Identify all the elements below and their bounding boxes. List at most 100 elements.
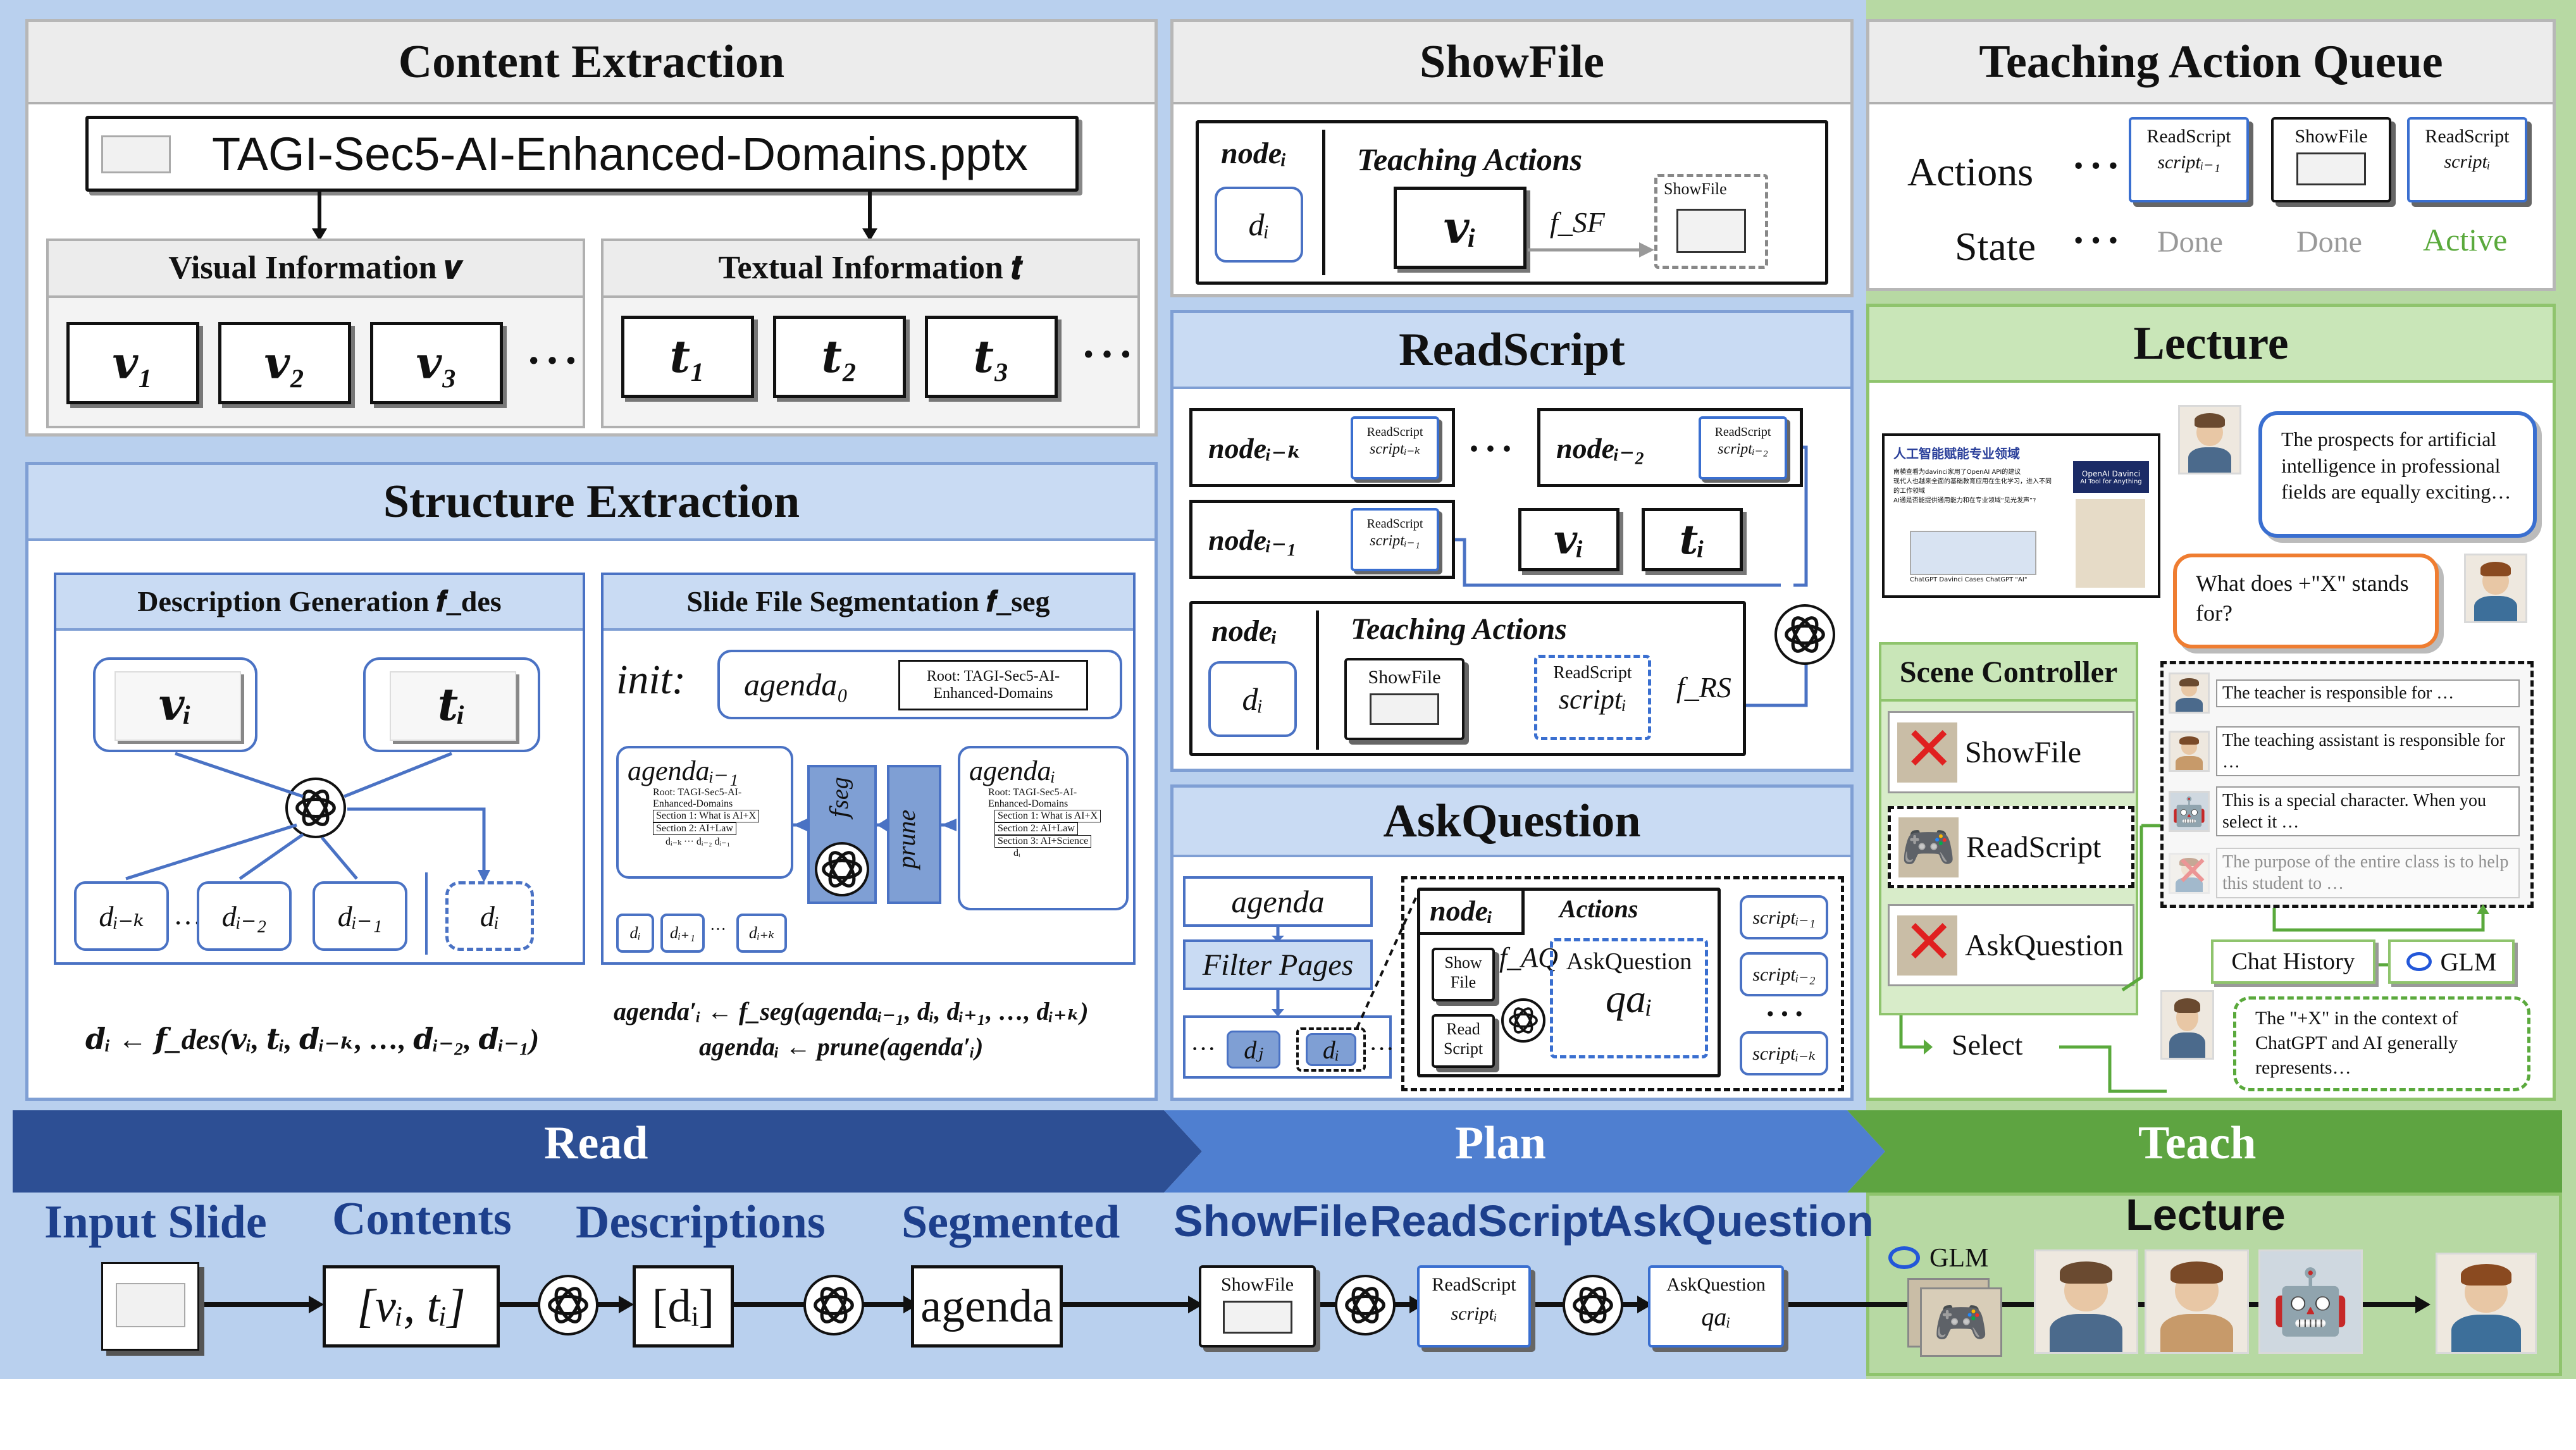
scene-item-askquestion[interactable]: ✕ AskQuestion (1888, 904, 2134, 986)
content-extraction-title: Content Extraction (28, 22, 1155, 104)
textual-item-3: 𝒕₃ (925, 316, 1058, 398)
flow-input-slide-thumb (116, 1283, 185, 1327)
readscript-showfile-thumb (1370, 693, 1439, 725)
queue-card-2-thumb (2296, 152, 2366, 185)
slide-image (2076, 499, 2145, 588)
aq-di: dᵢ (1296, 1027, 1366, 1072)
answer-bubble: The "+X" in the context of ChatGPT and A… (2233, 996, 2530, 1091)
flow-contents-box: [vᵢ, tᵢ] (323, 1265, 500, 1348)
askquestion-title: AskQuestion (1173, 788, 1850, 857)
flow-robot-avatar: 🤖 (2258, 1249, 2363, 1354)
queue-state-2: Done (2296, 225, 2362, 259)
agent-robot-avatar: 🤖 (2169, 791, 2210, 832)
slide-badge: OpenAI Davinci AI Tool for Anything (2073, 461, 2149, 493)
select-label: Select (1952, 1029, 2023, 1061)
flow-segmented-label: Segmented (901, 1196, 1120, 1248)
structure-extraction-panel: Structure Extraction Description Generat… (25, 462, 1158, 1101)
d-item-i: dᵢ (445, 881, 534, 951)
agent-row-special[interactable]: 🤖 This is a special character. When you … (2169, 784, 2529, 838)
description-generation-title: Description Generation 𝒇_des (56, 575, 583, 631)
scene-controller: Scene Controller ✕ ShowFile 🎮 ReadScript… (1879, 642, 2138, 1015)
showfile-fsf: f_SF (1550, 206, 1605, 239)
d-item-k: dᵢ₋ₖ (74, 881, 169, 951)
readscript-d: dᵢ (1208, 661, 1297, 737)
flow-teacher-avatar (2034, 1249, 2138, 1354)
glm-box[interactable]: GLM (2388, 939, 2515, 984)
flow-openai-icon-3 (1335, 1275, 1396, 1335)
formula-seg-1: agenda′ᵢ ← f_seg(agendaᵢ₋₁, dᵢ, dᵢ₊₁, …,… (614, 997, 1089, 1026)
pptx-filename: TAGI-Sec5-AI-Enhanced-Domains.pptx (211, 127, 1029, 180)
lecture-slide: 人工智能赋能专业领域 南横查看为davinci家用了OpenAI API的建议 … (1882, 433, 2160, 598)
flow-askquestion-label: AskQuestion (1601, 1196, 1874, 1246)
content-extraction-panel: Content Extraction TAGI-Sec5-AI-Enhanced… (25, 19, 1158, 437)
showfile-card-dashed: ShowFile (1654, 174, 1768, 269)
aq-node-box: nodeᵢ Actions Show File Read Script f_AQ… (1417, 888, 1721, 1077)
seg-input-ik: dᵢ₊ₖ (736, 914, 787, 953)
readscript-gamepad-icon: 🎮 (1898, 817, 1959, 877)
root-label-box: Root: TAGI-Sec5-AI-Enhanced-Domains (898, 660, 1088, 710)
queue-state-dots: ··· (2072, 218, 2124, 263)
readscript-node-i: nodeᵢ dᵢ Teaching Actions ShowFile ReadS… (1189, 601, 1746, 756)
filename-arrows (312, 192, 877, 241)
flow-glm-stack: GLM 🎮 (1882, 1243, 2028, 1357)
segmentation-title: Slide File Segmentation 𝒇_seg (604, 575, 1133, 631)
chat-history-box[interactable]: Chat History (2211, 939, 2375, 984)
stage-read: Read (544, 1117, 648, 1169)
aq-script-2: scriptᵢ₋₂ (1740, 952, 1828, 996)
scene-controller-title: Scene Controller (1881, 645, 2136, 702)
aq-showfile-card: Show File (1432, 948, 1495, 1001)
teacher-avatar (2178, 405, 2241, 474)
ti-thumbnail (390, 671, 516, 741)
agent-row-teacher[interactable]: The teacher is responsible for … (2169, 669, 2529, 717)
aq-node-divider-h (1420, 932, 1525, 935)
readscript-divider (1316, 610, 1319, 750)
agenda-i-box: agendaᵢ Root: TAGI-Sec5-AI-Enhanced-Doma… (958, 746, 1129, 910)
lecture-panel: Lecture 人工智能赋能专业领域 南横查看为davinci家用了OpenAI… (1866, 304, 2556, 1101)
queue-state-3: Active (2423, 222, 2508, 257)
aq-pages-box: ··· dⱼ dᵢ ··· (1183, 1015, 1394, 1079)
teacher-bubble: The prospects for artificial intelligenc… (2258, 411, 2537, 538)
flow-showfile-label: ShowFile (1173, 1196, 1368, 1246)
textual-item-2: 𝒕₂ (773, 316, 906, 398)
aq-faq: f_AQ (1499, 942, 1558, 973)
agent-row-assistant[interactable]: The teaching assistant is responsible fo… (2169, 724, 2529, 778)
textual-info-title: Textual Information 𝒕 (604, 241, 1137, 298)
flow-glm-logo-icon (1888, 1246, 1920, 1269)
pptx-filename-box: TAGI-Sec5-AI-Enhanced-Domains.pptx (85, 116, 1079, 192)
agent-row-student[interactable]: ✕ The purpose of the entire class is to … (2169, 845, 2529, 902)
slide-title: 人工智能赋能专业领域 (1893, 446, 2020, 461)
queue-actions-label: Actions (1907, 149, 2034, 194)
aq-node-dashed (1401, 876, 1844, 1091)
flow-assistant-avatar (2145, 1249, 2249, 1354)
aq-openai-icon (1501, 998, 1545, 1043)
readscript-dots-top: ··· (1468, 428, 1518, 469)
aq-readscript-card: Read Script (1432, 1014, 1495, 1068)
stage-plan: Plan (1455, 1117, 1546, 1169)
agent-student-avatar: ✕ (2169, 852, 2210, 894)
askquestion-panel: AskQuestion agenda Filter Pages ··· dⱼ d… (1170, 784, 1854, 1101)
showfile-panel: ShowFile nodeᵢ dᵢ Teaching Actions 𝒗ᵢ f_… (1170, 19, 1854, 297)
readscript-frs: f_RS (1676, 671, 1731, 703)
scene-item-showfile[interactable]: ✕ ShowFile (1888, 711, 2134, 793)
answer-teacher-avatar (2160, 990, 2214, 1060)
askquestion-disabled-icon: ✕ (1897, 907, 1957, 977)
aq-agenda-box: agenda (1183, 876, 1373, 927)
scene-item-readscript[interactable]: 🎮 ReadScript (1888, 806, 2134, 888)
flow-showfile-thumb (1222, 1301, 1292, 1334)
flow-showfile-card: ShowFile (1199, 1265, 1316, 1348)
flow-contents-label: Contents (332, 1193, 512, 1245)
prune-block: prune (887, 765, 941, 904)
showfile-arrow (1528, 242, 1654, 257)
fseg-openai-icon (815, 842, 869, 896)
flow-desc-box: [dᵢ] (633, 1265, 734, 1348)
glm-logo-icon (2406, 952, 2432, 971)
aq-node-divider-v (1521, 891, 1525, 935)
